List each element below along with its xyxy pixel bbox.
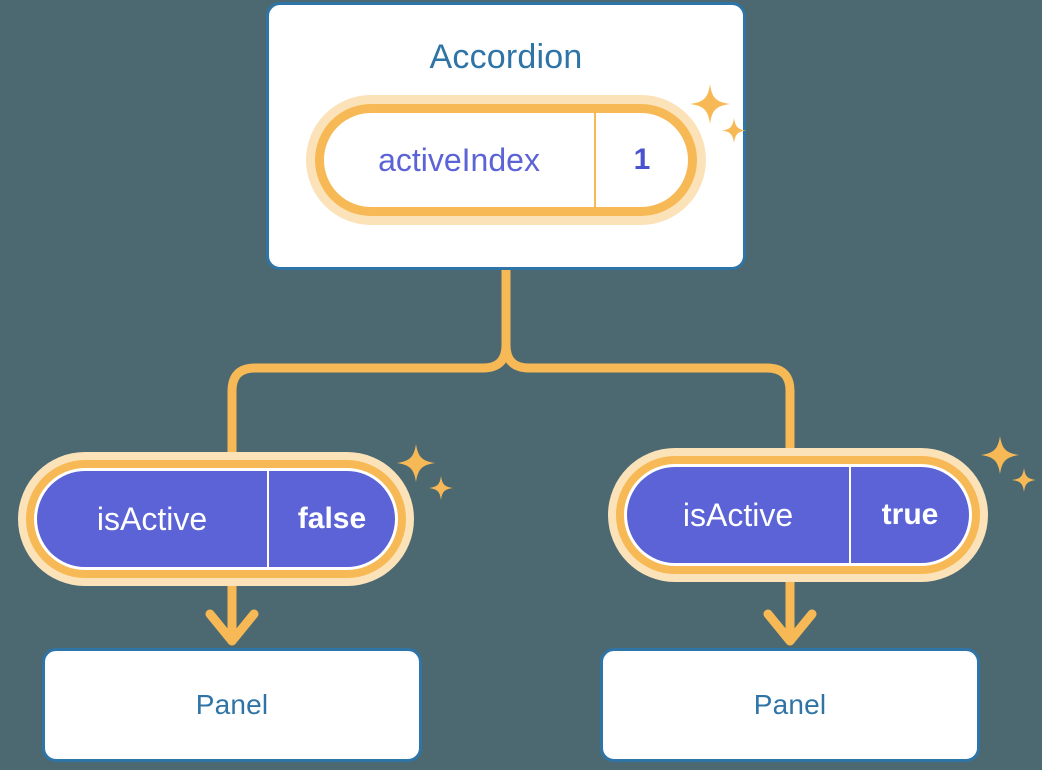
- component-title: Accordion: [429, 38, 583, 76]
- component-title: Panel: [753, 689, 827, 720]
- prop-badge-isactive-false[interactable]: isActive false: [18, 452, 414, 586]
- badge-key: isActive: [627, 467, 851, 563]
- badge-body: isActive true: [627, 467, 969, 563]
- connector-branch-right: [501, 340, 795, 455]
- state-badge-activeindex[interactable]: activeIndex 1: [306, 95, 706, 225]
- component-card-panel-left[interactable]: Panel: [42, 648, 422, 762]
- sparkle-small-icon: [1012, 468, 1036, 492]
- prop-badge-isactive-true[interactable]: isActive true: [608, 448, 988, 582]
- badge-body: activeIndex 1: [324, 113, 688, 207]
- arrowhead-right-icon: [763, 609, 817, 646]
- badge-key: activeIndex: [324, 113, 596, 207]
- component-title: Panel: [195, 689, 269, 720]
- badge-value: false: [297, 502, 367, 535]
- sparkle-small-icon: [429, 476, 453, 500]
- component-card-panel-right[interactable]: Panel: [600, 648, 980, 762]
- badge-value: 1: [633, 143, 651, 176]
- connector-branch-left: [227, 340, 511, 457]
- badge-body: isActive false: [37, 471, 395, 567]
- arrowhead-left-icon: [205, 609, 259, 646]
- badge-value: true: [881, 498, 939, 531]
- badge-key: isActive: [37, 471, 269, 567]
